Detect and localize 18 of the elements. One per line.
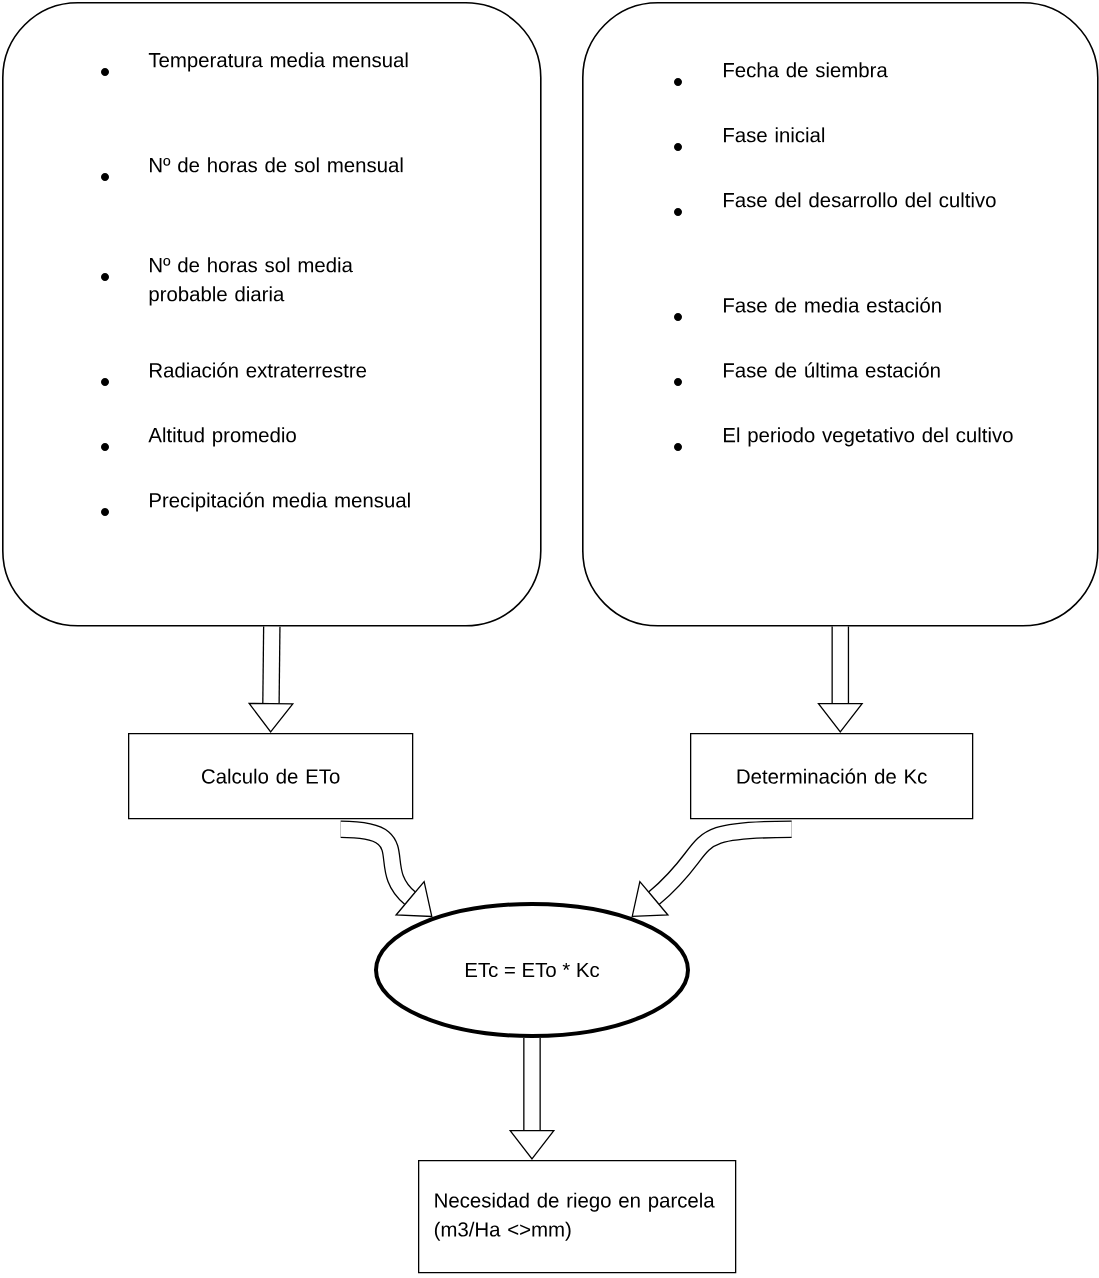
- list-item: Nº de horas de sol mensual: [150, 157, 403, 173]
- hollow-arrow: [340, 820, 433, 918]
- list-item: Fase del desarrollo del cultivo: [724, 192, 996, 208]
- list-item: Fecha de siembra: [724, 62, 888, 78]
- list-item: Temperatura media mensual: [148, 52, 408, 72]
- list-item: Radiación extraterrestre: [150, 362, 367, 378]
- list-item: Altitud promedio: [148, 427, 296, 447]
- hollow-arrow: [817, 626, 864, 733]
- process-box: Calculo de ETo: [128, 733, 414, 820]
- process-box: Necesidad de riego en parcela (m3/Ha <>mm): [418, 1160, 737, 1274]
- process-box: Determinación de Kc: [690, 733, 974, 820]
- hollow-arrow: [631, 820, 792, 918]
- list-item: Fase inicial: [724, 127, 825, 143]
- list-item: Fase de media estación: [724, 297, 941, 313]
- list-item: Nº de horas sol media probable diaria: [149, 257, 353, 306]
- list-item: Fase de última estación: [724, 362, 940, 378]
- list-item: El periodo vegetativo del cultivo: [724, 427, 1013, 447]
- list-item: Precipitación media mensual: [150, 492, 410, 512]
